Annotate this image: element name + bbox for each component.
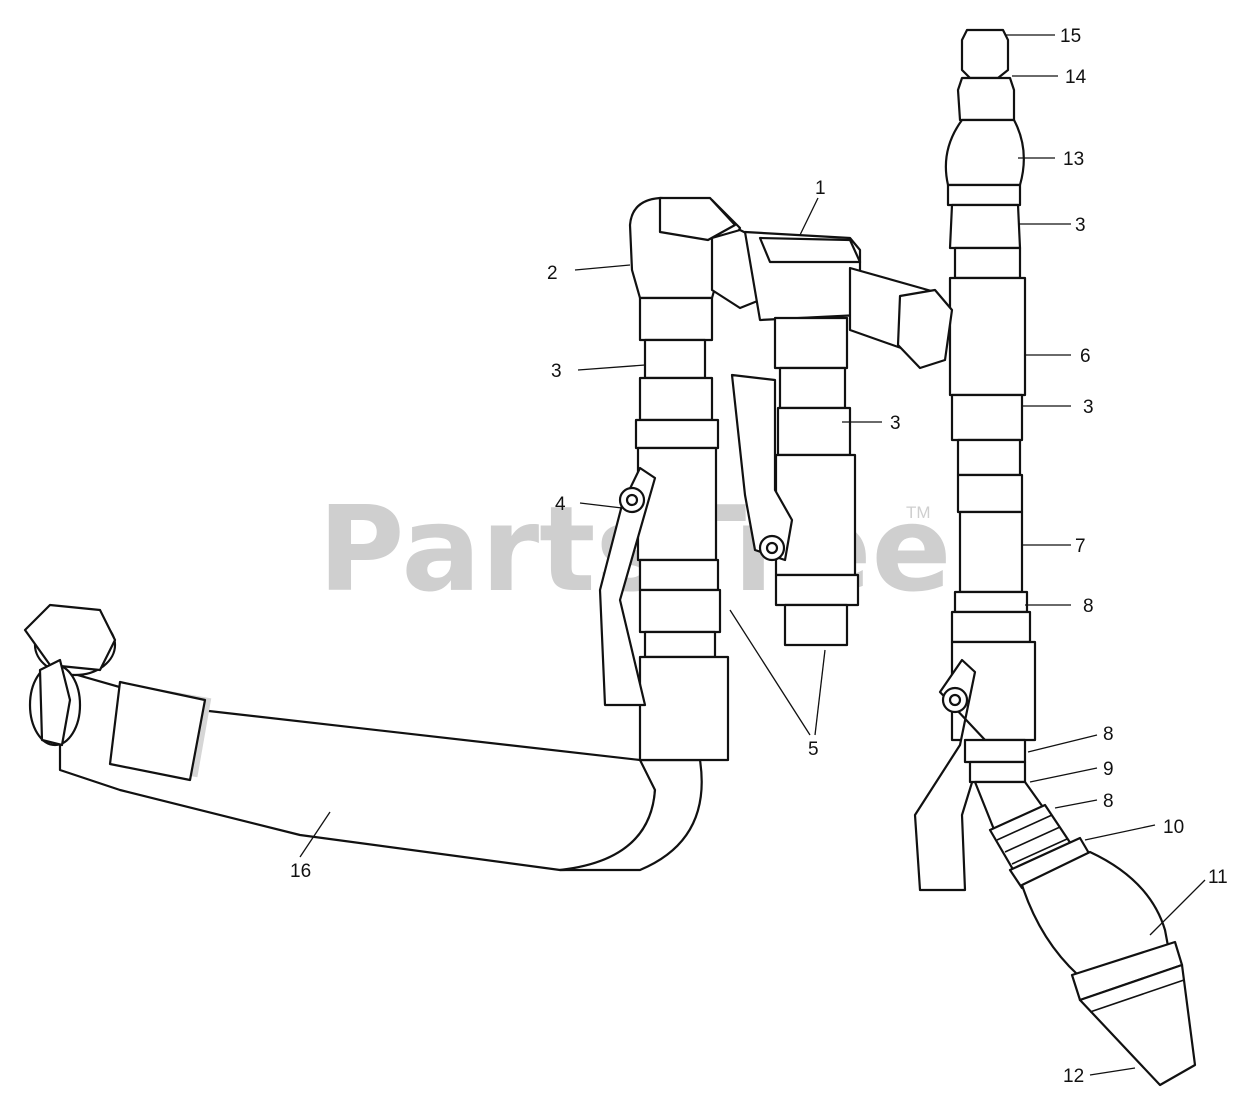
callout-15: 15 bbox=[1060, 26, 1081, 47]
part-5-valve-middle[interactable] bbox=[730, 373, 860, 647]
callout-8-lower: 8 bbox=[1103, 791, 1114, 812]
part-6-tee[interactable] bbox=[896, 276, 1027, 397]
part-15-cap[interactable] bbox=[960, 28, 1010, 80]
part-5-valve-left[interactable] bbox=[634, 418, 730, 762]
callout-1: 1 bbox=[815, 178, 826, 199]
part-3-nipple-lower-right[interactable] bbox=[950, 393, 1024, 477]
callout-2: 2 bbox=[547, 263, 558, 284]
callout-13: 13 bbox=[1063, 149, 1084, 170]
callout-4: 4 bbox=[555, 494, 566, 515]
part-16-pipe[interactable] bbox=[23, 603, 703, 872]
watermark-trademark: TM bbox=[906, 503, 931, 522]
part-8-coupling-lower[interactable] bbox=[963, 738, 1027, 784]
part-10-hose-clamp[interactable] bbox=[988, 803, 1092, 890]
callout-10: 10 bbox=[1163, 817, 1184, 838]
part-7-pipe[interactable] bbox=[956, 473, 1024, 594]
callout-8-middle: 8 bbox=[1103, 724, 1114, 745]
callout-11: 11 bbox=[1208, 867, 1228, 888]
callout-labels: 1 2 3 3 3 3 4 5 6 7 8 8 8 9 10 11 12 13 … bbox=[290, 26, 1228, 1087]
callout-16: 16 bbox=[290, 861, 311, 882]
callout-14: 14 bbox=[1065, 67, 1087, 88]
part-8-coupling-upper[interactable] bbox=[950, 590, 1032, 644]
callout-5: 5 bbox=[808, 739, 819, 760]
callout-3-upper-right: 3 bbox=[1075, 215, 1086, 236]
part-3-nipple-left[interactable] bbox=[638, 296, 714, 422]
callout-7: 7 bbox=[1075, 536, 1086, 557]
part-3-nipple-upper-right[interactable] bbox=[948, 203, 1022, 280]
part-3-nipple-middle[interactable] bbox=[776, 366, 852, 457]
callout-3-left: 3 bbox=[551, 361, 562, 382]
part-4-handle-left[interactable] bbox=[598, 466, 657, 707]
callout-9: 9 bbox=[1103, 759, 1114, 780]
callout-3-lower-right: 3 bbox=[1083, 397, 1094, 418]
callout-3-middle: 3 bbox=[890, 413, 901, 434]
callout-8-upper: 8 bbox=[1083, 596, 1094, 617]
leader-lines bbox=[299, 34, 1206, 1076]
part-14-fitting[interactable] bbox=[956, 76, 1016, 122]
callout-6: 6 bbox=[1080, 346, 1091, 367]
part-12-nozzle[interactable] bbox=[1078, 963, 1197, 1087]
callout-12: 12 bbox=[1063, 1066, 1084, 1087]
part-13-fitting[interactable] bbox=[944, 118, 1025, 207]
